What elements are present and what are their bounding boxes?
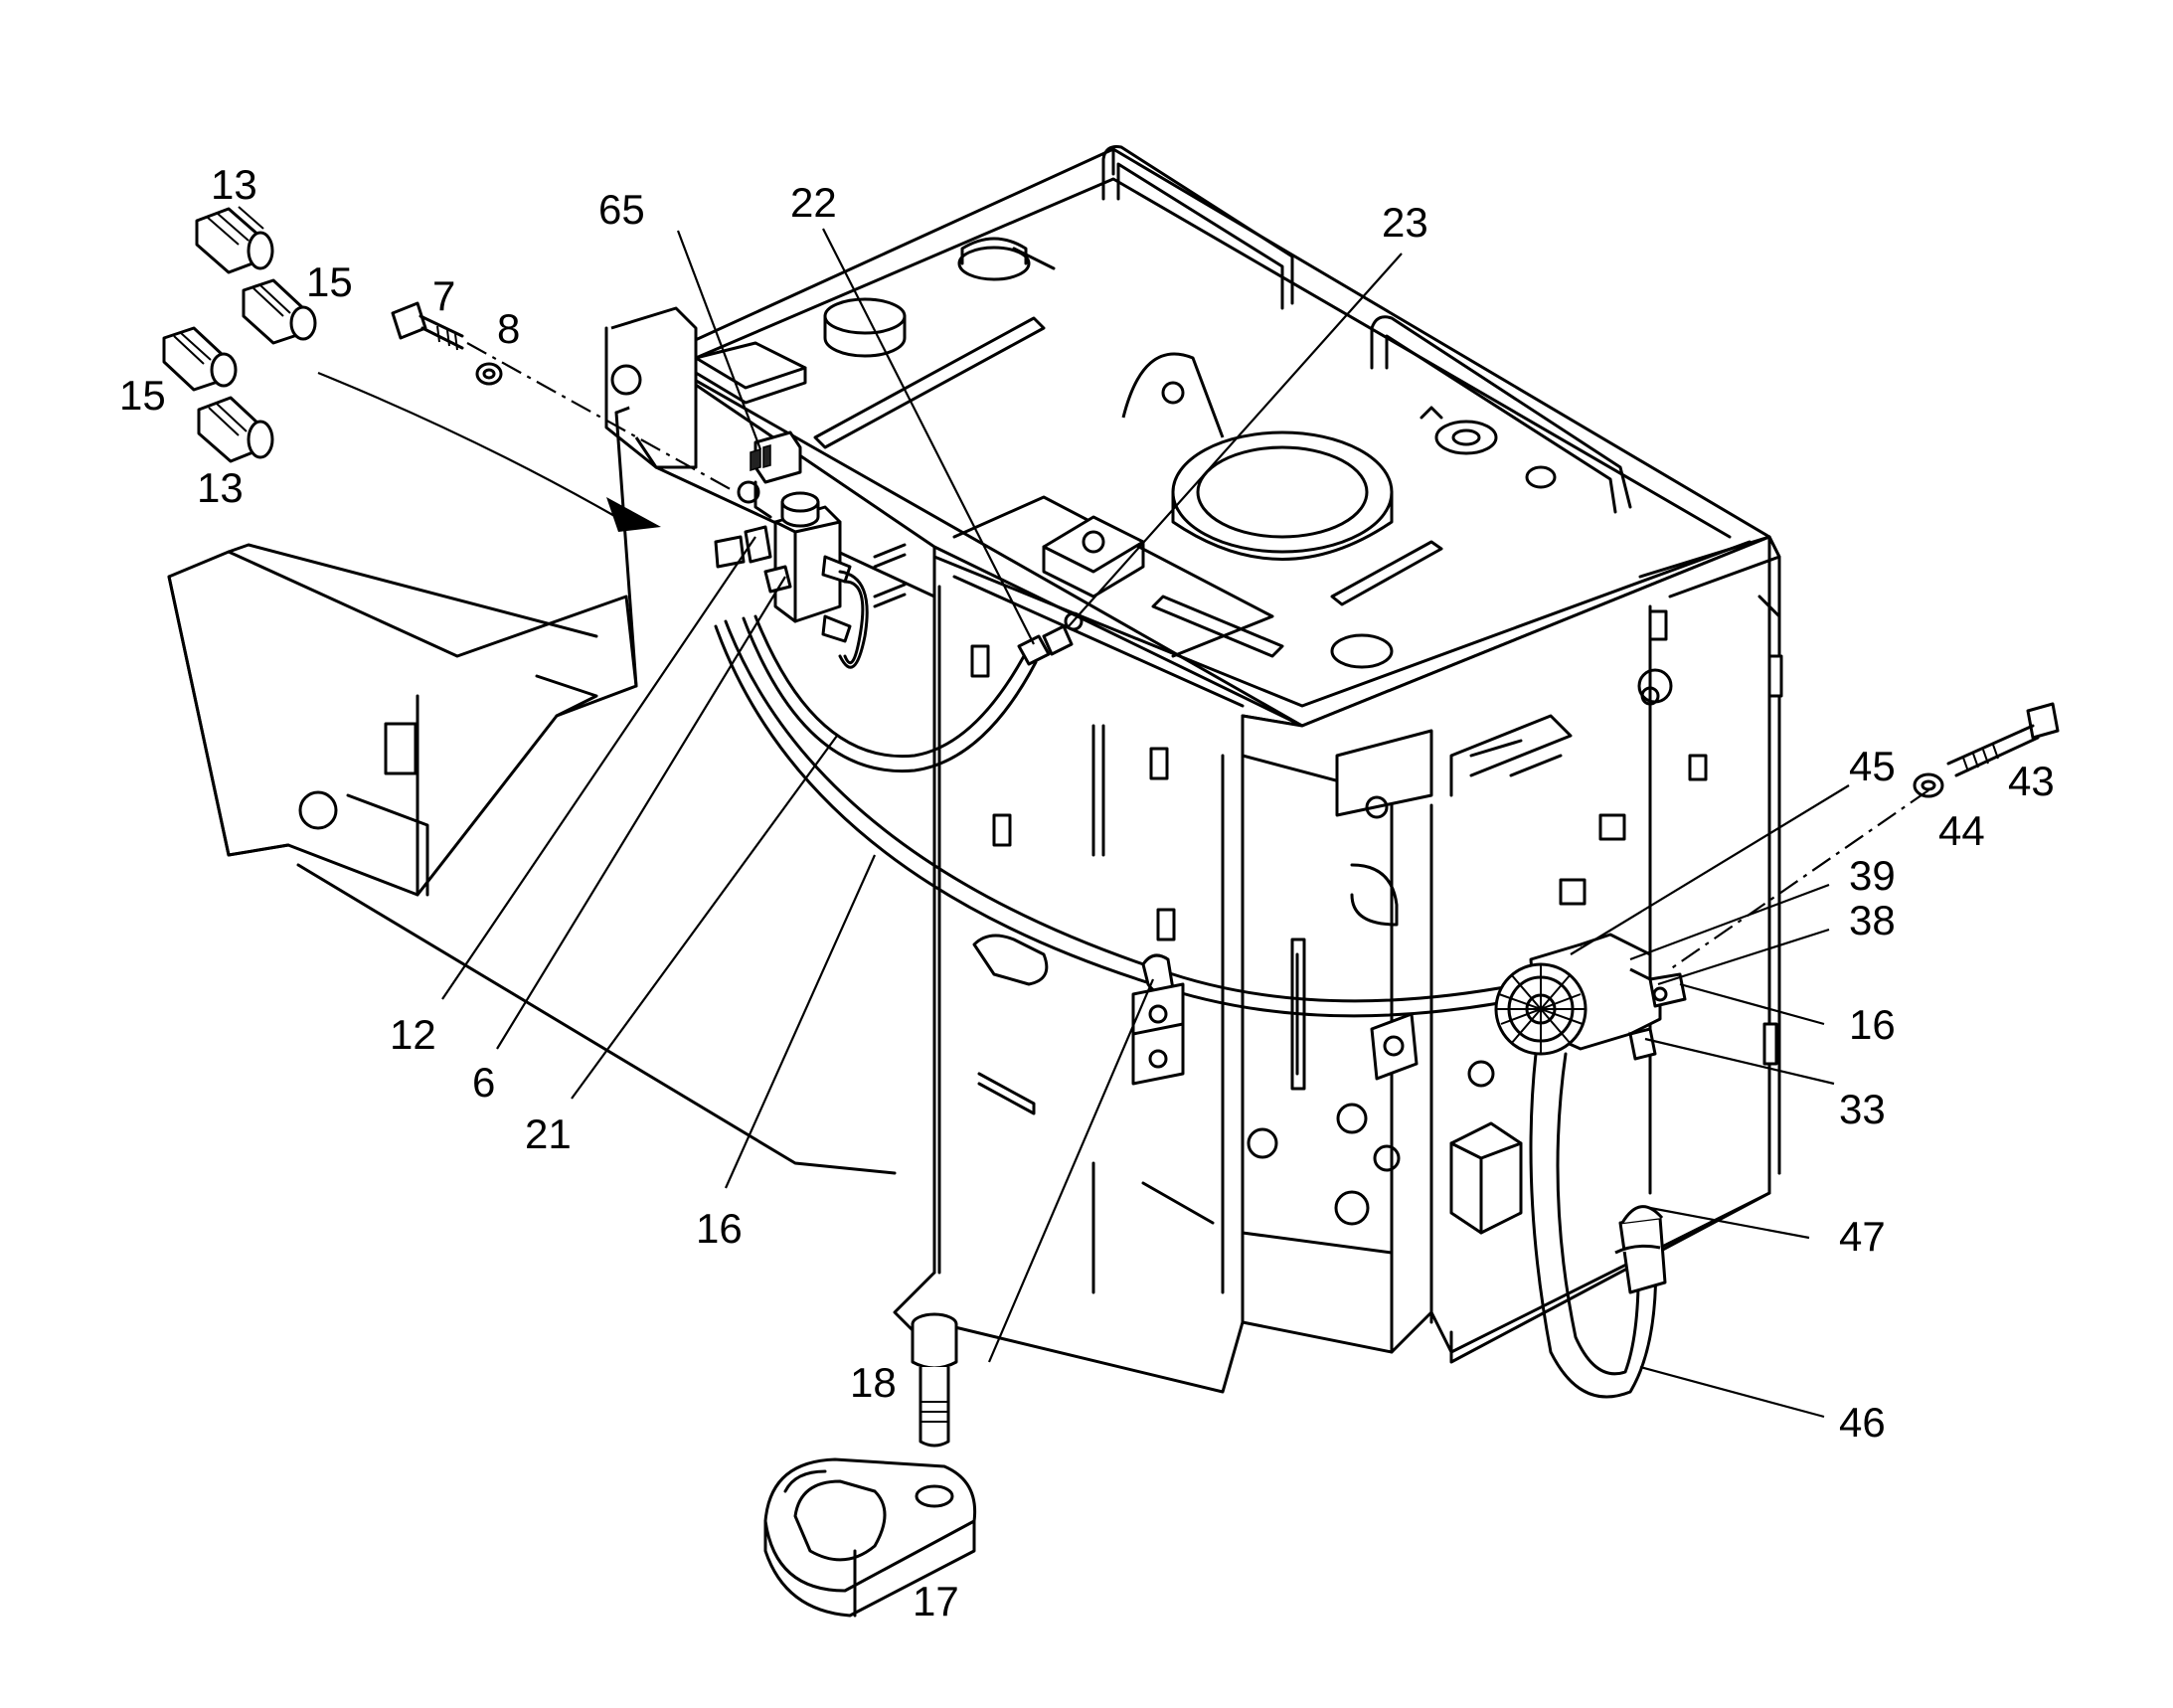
valve-block-assembly [714, 430, 907, 669]
callout-18: 18 [850, 1359, 897, 1406]
pump-assembly [1494, 933, 1687, 1399]
callout-38: 38 [1849, 897, 1896, 943]
callout-23: 23 [1382, 199, 1428, 246]
callout-6: 6 [472, 1059, 495, 1106]
side-frame-plate [167, 356, 897, 1175]
centerline-bolt-43 [1669, 789, 1929, 970]
callout-43: 43 [2008, 758, 2055, 804]
hose-16 [714, 619, 1523, 1086]
bolt-43 [1946, 702, 2060, 777]
fitting-13-top [195, 206, 274, 274]
bolt-7 [391, 301, 464, 351]
callout-12: 12 [390, 1011, 436, 1058]
callout-17: 17 [913, 1578, 959, 1624]
callout-39: 39 [1849, 852, 1896, 899]
callout-15-right: 15 [306, 258, 353, 305]
screw-18 [911, 1312, 958, 1448]
callout-13-top: 13 [211, 161, 257, 208]
callout-22: 22 [790, 179, 837, 226]
callout-47: 47 [1839, 1213, 1886, 1260]
leader-lines [441, 228, 1850, 1419]
callout-45: 45 [1849, 743, 1896, 789]
callout-8: 8 [497, 305, 520, 352]
callout-16-pump: 16 [1849, 1001, 1896, 1048]
callout-13-bottom: 13 [197, 464, 244, 511]
callout-16-hose: 16 [696, 1205, 743, 1252]
fitting-15-right [242, 278, 317, 345]
fitting-insertion-arrow [317, 371, 661, 532]
fitting-15-left [162, 326, 238, 392]
hydraulic-tank-body [604, 147, 1781, 1394]
callout-33: 33 [1839, 1086, 1886, 1132]
centerline-bolt-7 [466, 342, 737, 493]
callout-65: 65 [598, 186, 645, 233]
callout-46: 46 [1839, 1399, 1886, 1446]
callout-44: 44 [1938, 807, 1985, 854]
clamp-17 [763, 1457, 977, 1618]
fitting-13-bottom [197, 396, 274, 463]
tank-top-features [813, 145, 1632, 669]
washer-44 [1913, 772, 1944, 798]
callout-15-left: 15 [119, 372, 166, 419]
callout-7: 7 [432, 272, 455, 319]
washer-8 [475, 362, 503, 386]
tank-front-details [970, 609, 1783, 1294]
callout-21: 21 [525, 1110, 572, 1157]
